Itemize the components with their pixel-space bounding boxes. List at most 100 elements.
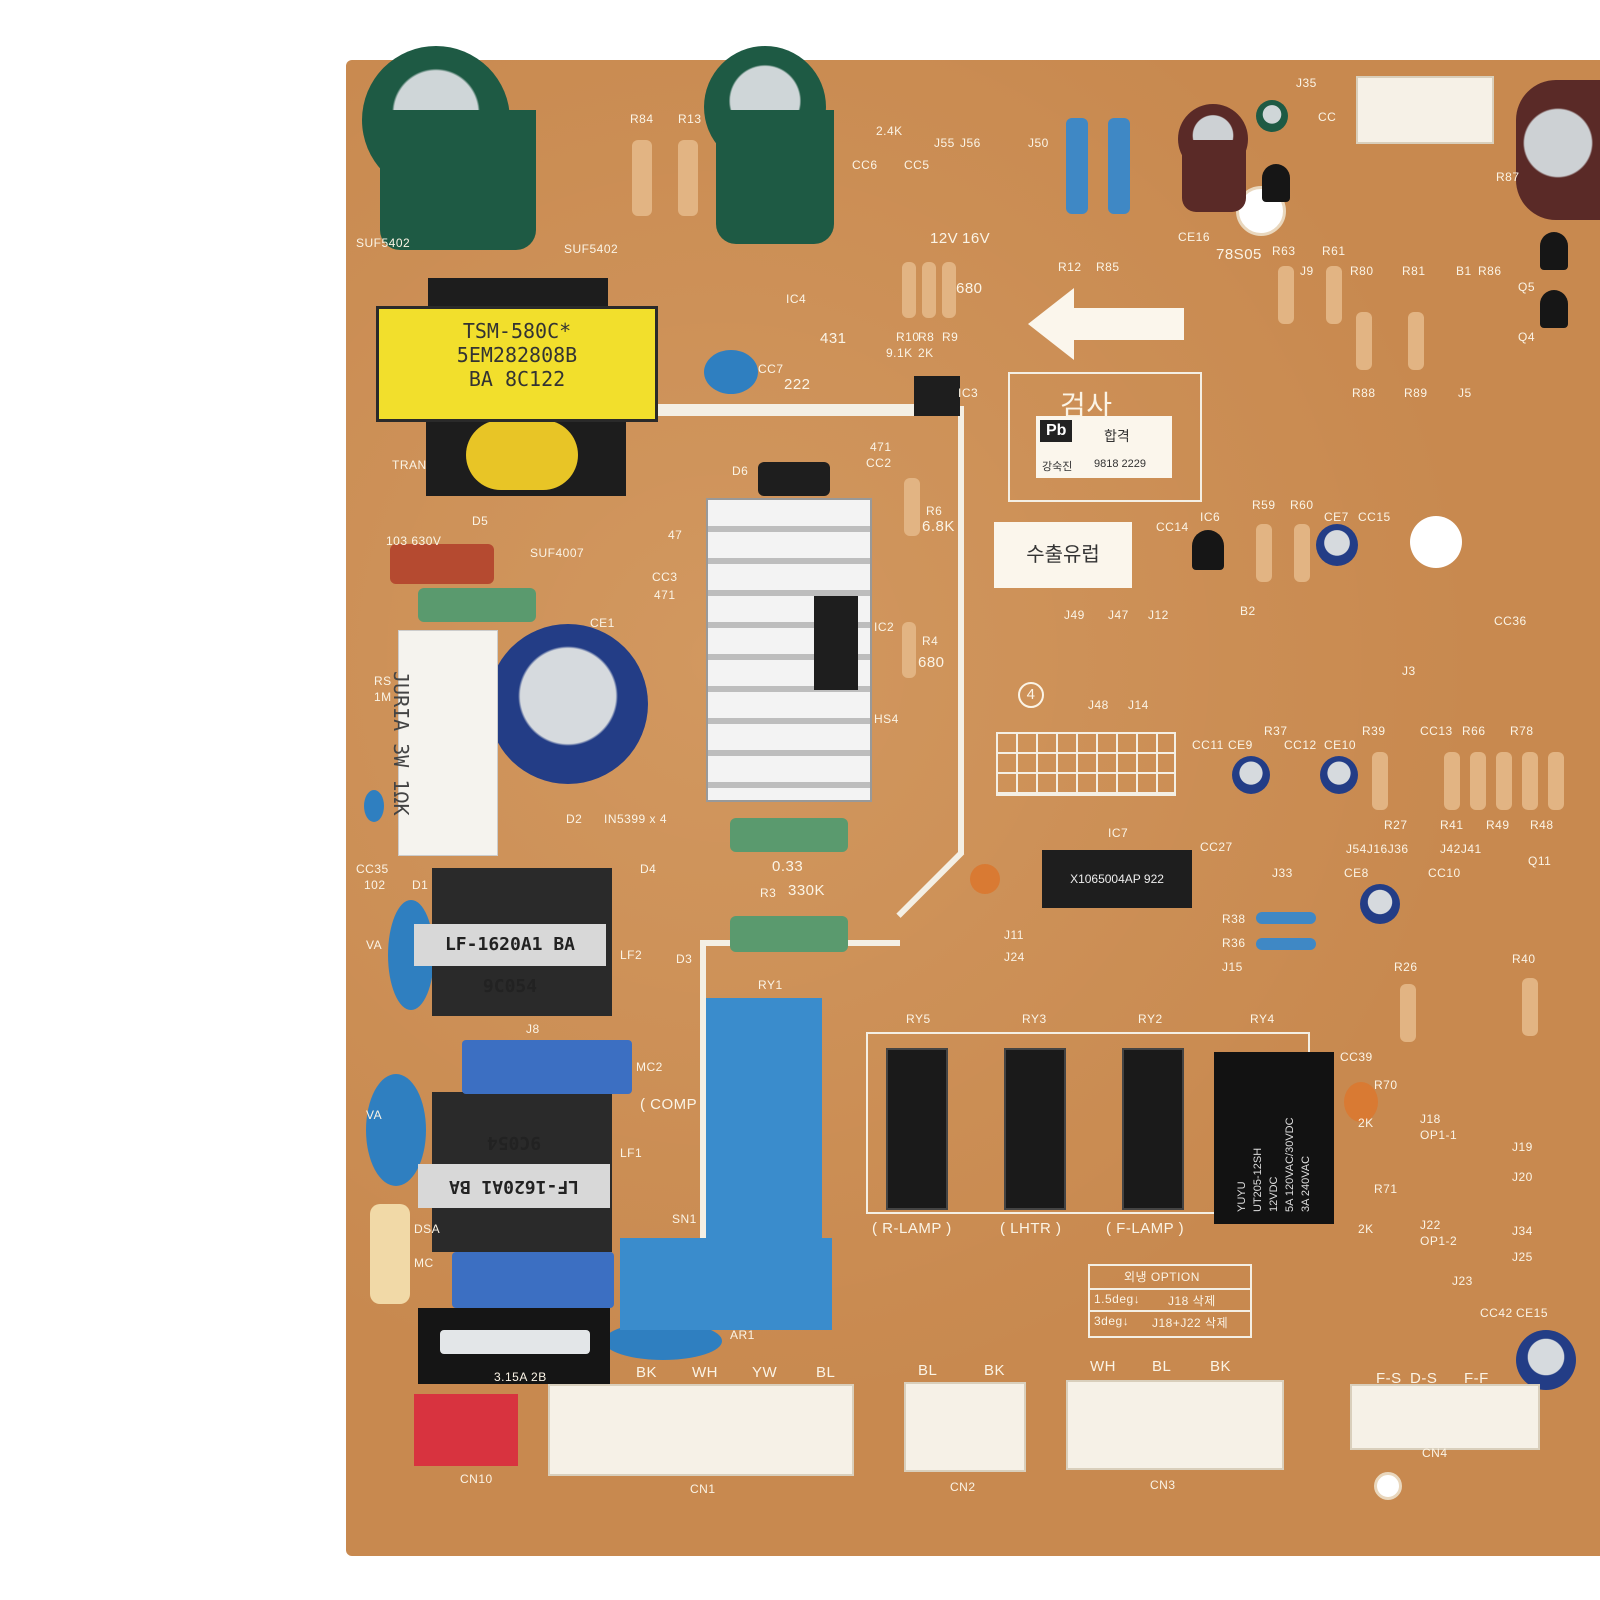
- resistor: [902, 622, 916, 678]
- label-r80: R80: [1350, 264, 1374, 278]
- label-ce7: CE7: [1324, 510, 1349, 524]
- red-connector: [414, 1394, 518, 1466]
- resistor: [632, 140, 652, 216]
- label-j24: J24: [1004, 950, 1025, 964]
- label-cc36: CC36: [1494, 614, 1527, 628]
- transistor: [1540, 232, 1568, 270]
- label-f-lamp: ( F-LAMP ): [1106, 1220, 1185, 1237]
- label-r87: R87: [1496, 170, 1520, 184]
- label-ry4: RY4: [1250, 1012, 1275, 1026]
- label-cc12: CC12: [1284, 738, 1317, 752]
- y-capacitor: [462, 1040, 632, 1094]
- label-r38: R38: [1222, 912, 1246, 926]
- disc-capacitor: [1344, 1082, 1378, 1122]
- transformer: TSM-580C* 5EM282808B BA 8C122: [376, 306, 658, 422]
- cn2-label: CN2: [950, 1480, 976, 1494]
- connector-cn2[interactable]: [904, 1382, 1026, 1472]
- label-103-630v: 103 630V: [386, 534, 442, 548]
- label-cc6: CC6: [852, 158, 878, 172]
- power-resistor: JURIA 3W 1ΩK: [389, 630, 498, 856]
- label-r36: R36: [1222, 936, 1246, 950]
- label-102: 102: [364, 878, 386, 892]
- label-r27: R27: [1384, 818, 1408, 832]
- label-r40: R40: [1512, 952, 1536, 966]
- optocoupler: [914, 376, 960, 416]
- label-d2: D2: [566, 812, 583, 826]
- option-row1-right: J18 삭제: [1168, 1294, 1216, 1308]
- label-r63: R63: [1272, 244, 1296, 258]
- label-6-8k: 6.8K: [922, 518, 955, 535]
- label-j33: J33: [1272, 866, 1293, 880]
- pb-mark: Pb: [1040, 420, 1073, 442]
- relay-voltage: 12VDC: [1268, 1176, 1280, 1212]
- label-j18: J18: [1420, 1112, 1441, 1126]
- resistor: [902, 262, 916, 318]
- label-r39: R39: [1362, 724, 1386, 738]
- cn4-pin-fs: F-S: [1376, 1370, 1402, 1387]
- resistor: [1496, 752, 1512, 810]
- resistor: [1278, 266, 1294, 324]
- label-suf4007: SUF4007: [530, 546, 585, 560]
- label-cc11: CC11: [1192, 738, 1224, 752]
- label-r-lamp: ( R-LAMP ): [872, 1220, 952, 1237]
- surge-arrester: [370, 1204, 410, 1304]
- connector-cn3[interactable]: [1066, 1380, 1284, 1470]
- inspector-name: 강숙진: [1042, 461, 1073, 473]
- label-r66: R66: [1462, 724, 1486, 738]
- cn2-pin-bl: BL: [918, 1362, 938, 1379]
- relay-ry5: [886, 1048, 948, 1210]
- label-ic4: IC4: [786, 292, 807, 306]
- label-suf5402-b: SUF5402: [564, 242, 619, 256]
- label-222: 222: [784, 376, 811, 393]
- label-tran: TRAN: [392, 458, 427, 472]
- transistor: [1262, 164, 1290, 202]
- label-9-1k: 9.1K: [886, 346, 913, 360]
- sticker-outline: [1008, 372, 1202, 502]
- label-ce9: CE9: [1228, 738, 1253, 752]
- label-ry2: RY2: [1138, 1012, 1163, 1026]
- label-r70: R70: [1374, 1078, 1398, 1092]
- label-r49: R49: [1486, 818, 1510, 832]
- label-q11: Q11: [1528, 854, 1552, 868]
- label-d5: D5: [472, 514, 489, 528]
- label-in5399: IN5399 x 4: [604, 812, 668, 826]
- label-j8: J8: [526, 1022, 540, 1036]
- label-cc15: CC15: [1358, 510, 1391, 524]
- label-78s05: 78S05: [1216, 246, 1262, 263]
- relay-rating-2: 3A 240VAC: [1300, 1155, 1312, 1212]
- option-table: 외냉 OPTION 1.5deg↓ J18 삭제 3deg↓ J18+J22 삭…: [1088, 1264, 1252, 1338]
- label-2k-a: 2K: [1358, 1116, 1374, 1130]
- connector-cn4[interactable]: [1350, 1384, 1540, 1450]
- label-r59: R59: [1252, 498, 1276, 512]
- label-ar1: AR1: [730, 1328, 755, 1342]
- electrolytic-capacitor: [488, 624, 648, 784]
- label-431: 431: [820, 330, 847, 347]
- relay-ry4: YUYU UT205-12SH 12VDC 5A 120VAC/30VDC 3A…: [1214, 1052, 1334, 1224]
- label-r4-value: 680: [918, 654, 945, 671]
- relay-rating-1: 5A 120VAC/30VDC: [1284, 1117, 1296, 1212]
- inspection-code: 9818 2229: [1094, 458, 1146, 470]
- label-suf5402-a: SUF5402: [356, 236, 411, 250]
- connector-top[interactable]: [1356, 76, 1494, 144]
- label-r13: R13: [678, 112, 702, 126]
- resistor: [1444, 752, 1460, 810]
- cn1-pin-bl: BL: [816, 1364, 836, 1381]
- relay-ry2: [1122, 1048, 1184, 1210]
- cn3-pin-bk: BK: [1210, 1358, 1232, 1375]
- connector-cn1[interactable]: [548, 1384, 854, 1476]
- label-q4: Q4: [1518, 330, 1536, 344]
- resistor: [678, 140, 698, 216]
- resistor: [418, 588, 536, 622]
- option-row1-left: 1.5deg↓: [1094, 1292, 1141, 1306]
- snubber: [620, 1238, 832, 1330]
- label-r61: R61: [1322, 244, 1346, 258]
- label-j14: J14: [1128, 698, 1149, 712]
- label-cc42: CC42: [1480, 1306, 1513, 1320]
- label-cc35: CC35: [356, 862, 389, 876]
- inspection-heading: 검사: [1060, 390, 1113, 421]
- resistor: [1408, 312, 1424, 370]
- label-j49: J49: [1064, 608, 1085, 622]
- resistor: [1256, 912, 1316, 924]
- transistor: [1540, 290, 1568, 328]
- label-0-33: 0.33: [772, 858, 804, 875]
